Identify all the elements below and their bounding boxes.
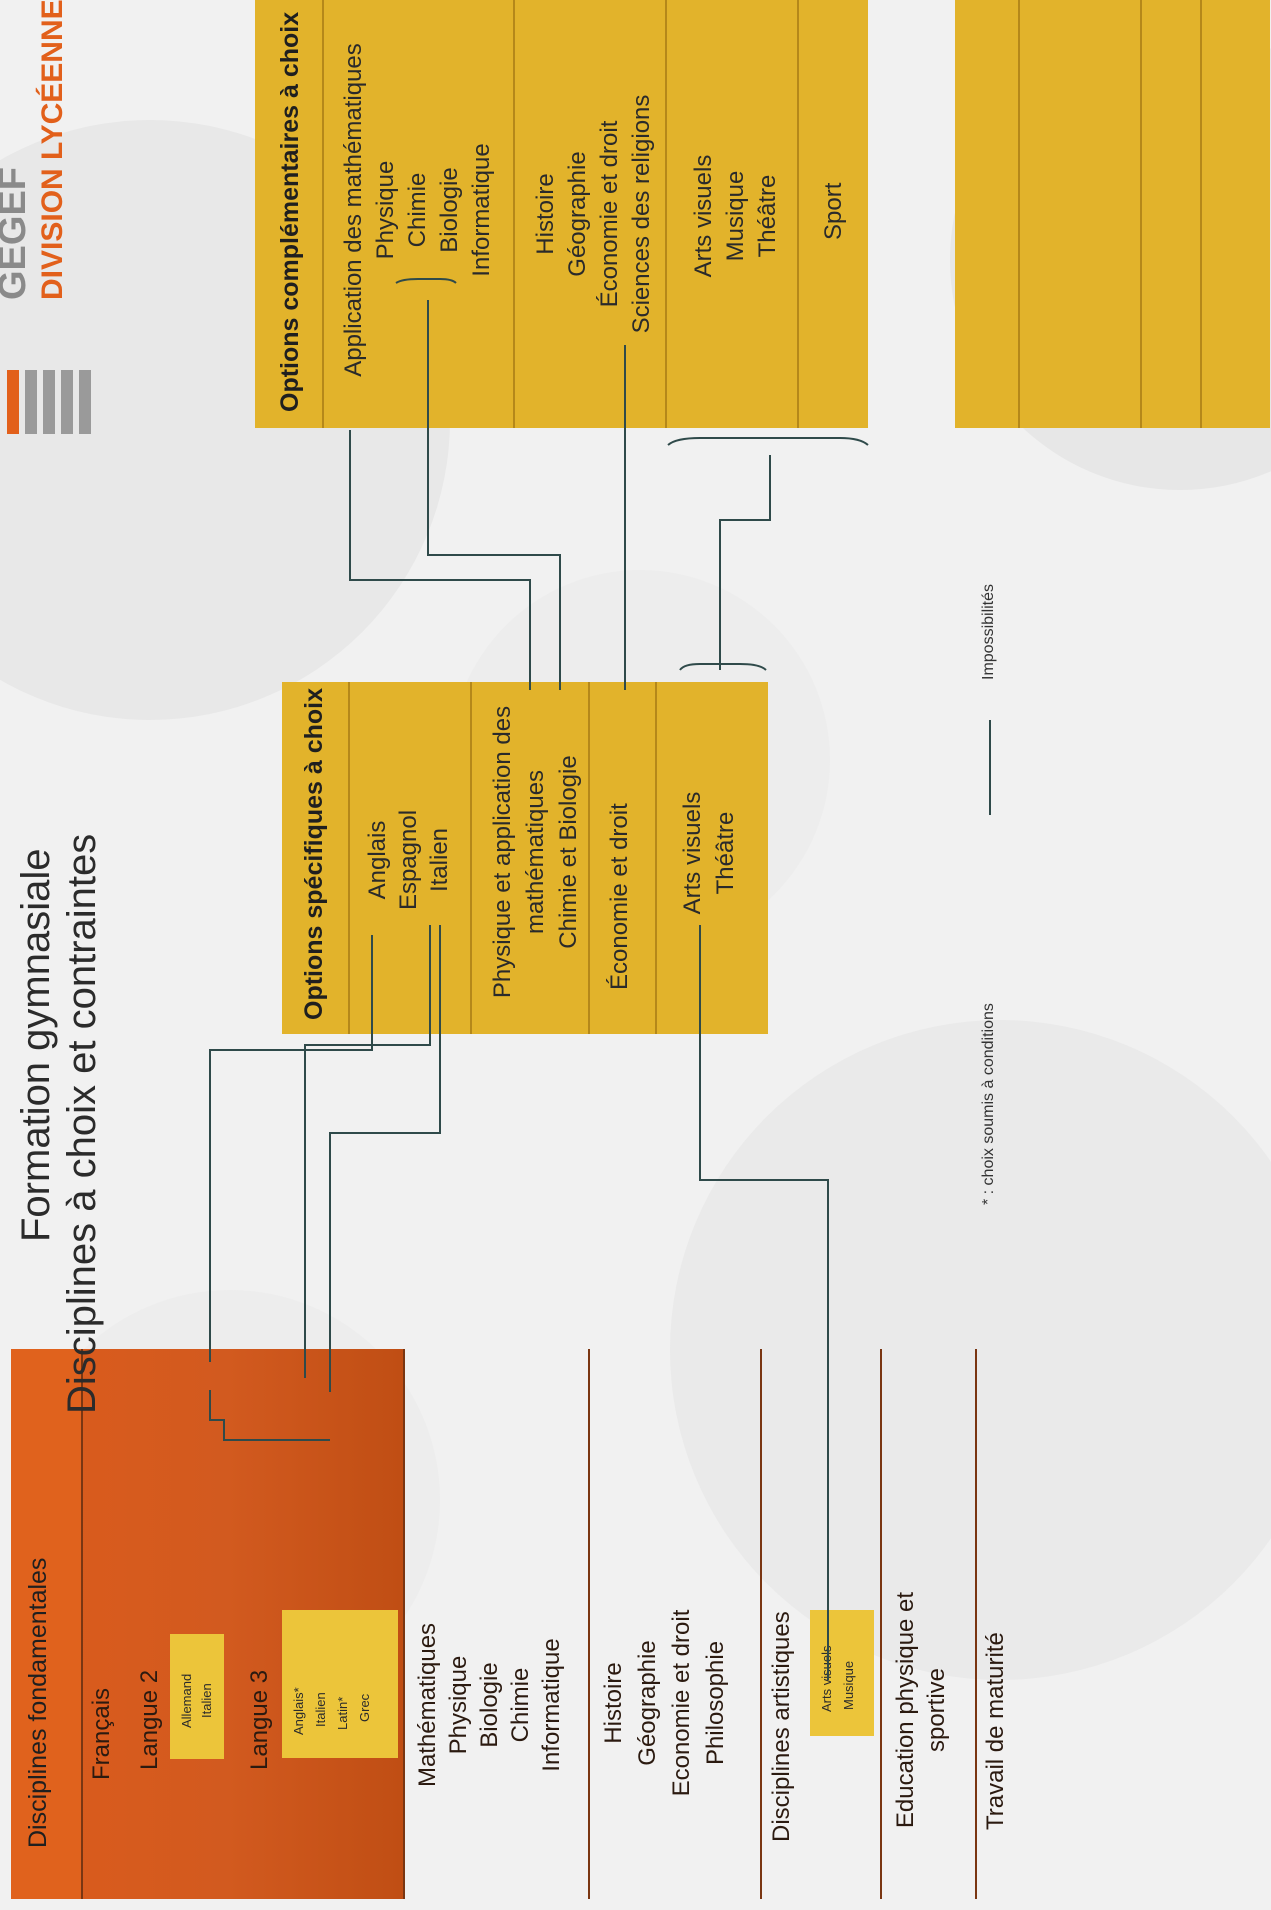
langue3-box <box>282 1610 398 1758</box>
logo-mark-icon <box>5 330 110 450</box>
langue2-box <box>170 1634 224 1759</box>
artistiques-box <box>810 1610 874 1736</box>
complementaires-panel <box>255 0 868 428</box>
legend-impossibilites: Impossibilités <box>980 583 997 680</box>
specifiques-column <box>282 682 768 1034</box>
complementaires-column <box>955 0 1270 428</box>
legend-note: * : choix soumis à conditions <box>980 1003 997 1205</box>
